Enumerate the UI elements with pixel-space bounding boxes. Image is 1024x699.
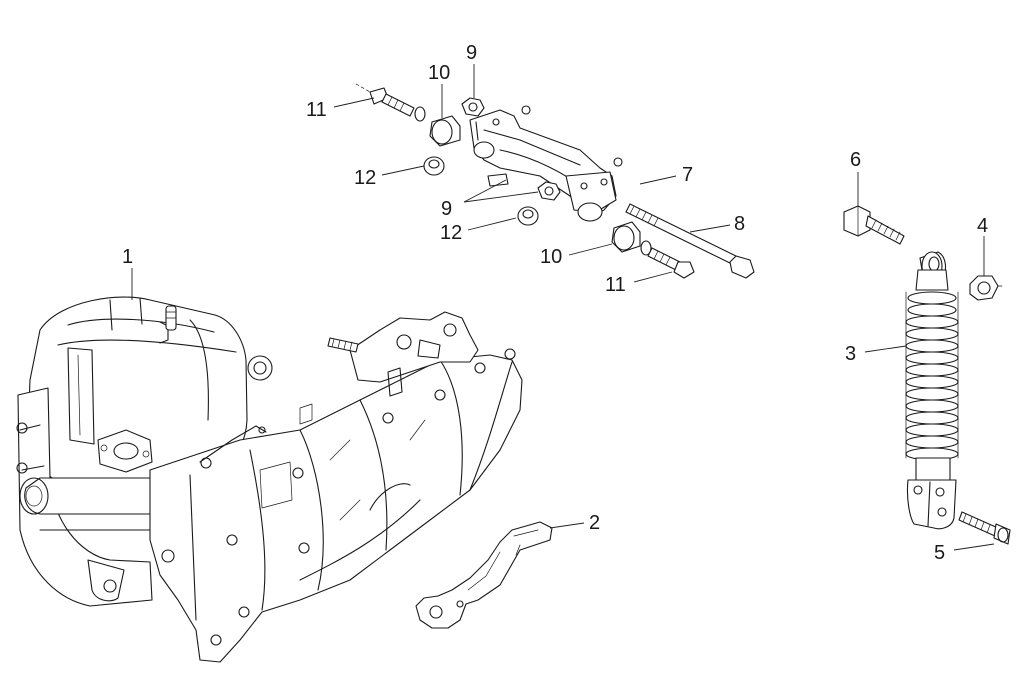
callout-10-top: 10	[428, 62, 450, 84]
callout-11-bottom: 11	[605, 274, 626, 296]
part-10-bushing-top	[429, 115, 461, 147]
callout-6: 6	[850, 149, 861, 171]
callout-3: 3	[845, 343, 856, 365]
callout-8: 8	[734, 213, 745, 235]
casing-bolts	[161, 348, 516, 646]
callout-5: 5	[934, 542, 945, 564]
spring-coil	[905, 435, 959, 449]
part-5-bolt	[958, 511, 1011, 545]
part-10-bushing-bottom	[611, 221, 641, 253]
callout-9-bottom: 9	[441, 198, 452, 220]
engine-assembly	[16, 296, 523, 663]
part-6-bolt	[843, 205, 905, 245]
leader-lines	[131, 64, 995, 551]
part-12-spacer-top	[423, 156, 445, 176]
callout-10-bottom: 10	[540, 246, 562, 268]
suspension-arm-group	[355, 83, 755, 279]
spring-coil	[905, 387, 959, 401]
spring-coil	[905, 363, 959, 377]
callout-11-top: 11	[306, 99, 327, 121]
part-3-shock-absorber	[905, 251, 959, 530]
spring-coil	[907, 303, 957, 317]
spring-coil	[905, 339, 959, 353]
part-8-long-bolt	[625, 203, 755, 279]
spring-coil	[905, 375, 959, 389]
spring-coil	[905, 327, 959, 341]
small-nut	[613, 157, 623, 167]
callout-9-top: 9	[466, 42, 477, 64]
part-7-arm-bracket	[469, 109, 617, 222]
coil-spring	[905, 291, 959, 461]
spring-coil	[905, 399, 959, 413]
callout-labels: 1 2 3 4 5 6 7 8 9 9 10 10 11 11 12 12	[122, 42, 988, 564]
part-11-bolt-top	[369, 87, 426, 122]
part-12-spacer-bottom	[517, 206, 539, 226]
callout-2: 2	[589, 512, 600, 534]
callout-1: 1	[122, 246, 133, 268]
spring-coil	[907, 291, 957, 305]
spring-coil	[905, 315, 959, 329]
part-4-nut	[969, 275, 1003, 301]
part-9-nut-top	[461, 97, 485, 117]
callout-12-bottom: 12	[440, 222, 462, 244]
part-11-bolt-bottom	[640, 240, 695, 279]
part-9-nut-bottom	[537, 181, 561, 201]
small-nut	[521, 105, 531, 115]
callout-12-top: 12	[354, 167, 376, 189]
spring-outline	[905, 291, 959, 459]
spring-coil	[905, 423, 959, 437]
callout-4: 4	[977, 215, 988, 237]
part-2-bracket	[415, 521, 553, 629]
spring-coil	[905, 411, 959, 425]
callout-7: 7	[682, 164, 693, 186]
spring-coil	[905, 351, 959, 365]
